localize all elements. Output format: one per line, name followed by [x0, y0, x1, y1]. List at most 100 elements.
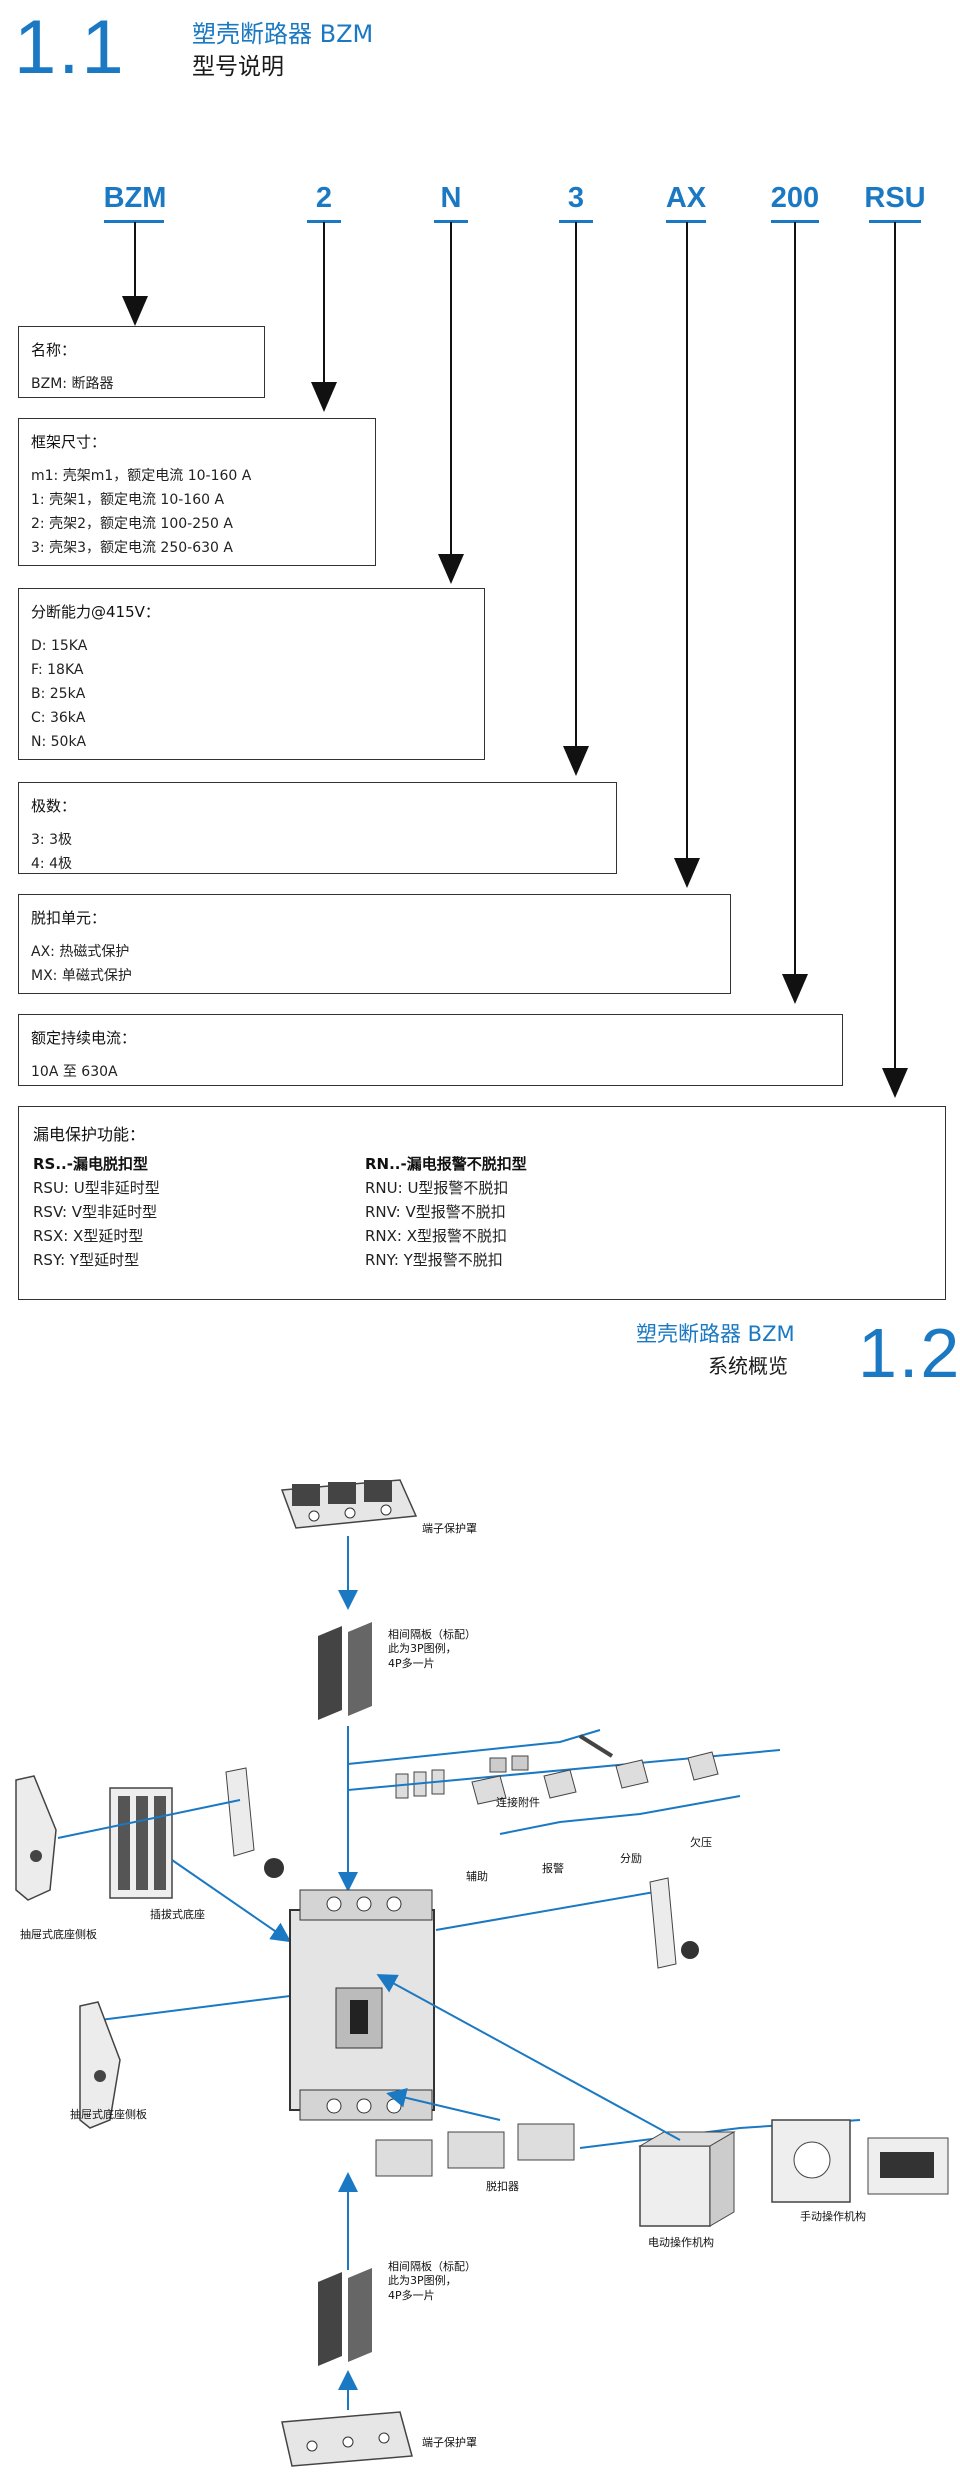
box-line: 4: 4极	[31, 856, 72, 872]
box-line: 10A 至 630A	[31, 1064, 118, 1080]
label-drawout-side-bottom: 抽屉式底座侧板	[70, 2108, 147, 2121]
arrow-icon	[122, 296, 148, 326]
label-undervoltage: 欠压	[690, 1836, 712, 1849]
section-number: 1.2	[858, 1314, 960, 1392]
label-line: 相间隔板（标配）	[388, 2260, 476, 2273]
code-trip: AX	[665, 182, 707, 214]
box-line: N: 50kA	[31, 734, 87, 750]
label-line: 4P多一片	[388, 2288, 435, 2302]
code-leakage: RSU	[864, 182, 926, 214]
code-underline	[666, 220, 706, 223]
box-line: MX: 单磁式保护	[31, 968, 132, 984]
system-overview-diagram	[15, 1479, 949, 2467]
label-line: 此为3P图例，	[388, 1642, 457, 1656]
box-line: 3: 3极	[31, 832, 72, 848]
box-title: 脱扣单元：	[31, 909, 107, 927]
box-title: 分断能力@415V：	[31, 603, 160, 621]
code-underline	[104, 220, 164, 223]
trip-unit-box: 脱扣单元： AX: 热磁式保护 MX: 单磁式保护	[18, 894, 731, 994]
connector-line	[894, 222, 896, 1068]
box-line: RNX: X型报警不脱扣	[365, 1227, 508, 1245]
box-line: C: 36kA	[31, 710, 86, 726]
breaking-capacity-box: 分断能力@415V： D: 15KA F: 18KA B: 25kA C: 36…	[18, 588, 485, 760]
connector-line	[686, 222, 688, 858]
connector-line	[450, 222, 452, 554]
code-underline	[559, 220, 593, 223]
plugin-base-image	[109, 1787, 173, 1899]
accessory-modules-image	[471, 1751, 719, 1805]
arrow-icon	[674, 858, 700, 888]
connector-line	[794, 222, 796, 974]
box-line: 1: 壳架1，额定电流 10-160 A	[31, 492, 225, 508]
box-line: RSX: X型延时型	[33, 1227, 144, 1245]
box-title: 极数：	[31, 797, 77, 815]
code-underline	[771, 220, 819, 223]
leakage-alarm-column: RN..-漏电报警不脱扣型 RNU: U型报警不脱扣 RNV: V型报警不脱扣 …	[365, 1153, 527, 1272]
label-shunt: 分励	[620, 1852, 642, 1865]
side-plate-mount-image	[225, 1767, 284, 1878]
code-underline	[434, 220, 468, 223]
arrow-icon	[782, 974, 808, 1004]
box-line: RSU: U型非延时型	[33, 1179, 160, 1197]
label-manual-operator: 手动操作机构	[800, 2210, 866, 2223]
connector-line	[575, 222, 577, 746]
box-line: 2: 壳架2，额定电流 100-250 A	[31, 516, 233, 532]
right-side-plate-image	[649, 1877, 699, 1969]
label-connection-parts: 连接附件	[496, 1796, 540, 1809]
column-head: RS..-漏电脱扣型	[33, 1155, 148, 1173]
leakage-trip-column: RS..-漏电脱扣型 RSU: U型非延时型 RSV: V型非延时型 RSX: …	[33, 1153, 160, 1272]
phase-barrier-top-image	[318, 1622, 372, 1720]
box-line: RNY: Y型报警不脱扣	[365, 1251, 503, 1269]
box-line: AX: 热磁式保护	[31, 944, 130, 960]
breaker-body-image	[289, 1889, 435, 2121]
poles-box: 极数： 3: 3极 4: 4极	[18, 782, 617, 874]
code-underline	[307, 220, 341, 223]
connector-line	[134, 222, 136, 298]
rated-current-box: 额定持续电流： 10A 至 630A	[18, 1014, 843, 1086]
code-current: 200	[770, 182, 820, 214]
frame-size-box: 框架尺寸： m1: 壳架m1，额定电流 10-160 A 1: 壳架1，额定电流…	[18, 418, 376, 566]
label-alarm: 报警	[542, 1862, 564, 1875]
drawout-side-plate-bottom-image	[79, 2001, 121, 2129]
label-terminal-cover-bottom: 端子保护罩	[422, 2436, 477, 2449]
drawout-side-plate-top-image	[15, 1775, 57, 1901]
box-line: F: 18KA	[31, 662, 84, 678]
label-release: 脱扣器	[486, 2180, 519, 2193]
code-frame: 2	[315, 182, 333, 214]
label-terminal-cover-top: 端子保护罩	[422, 1522, 477, 1535]
section-title: 塑壳断路器 BZM	[636, 1322, 795, 1346]
label-motor-operator: 电动操作机构	[648, 2236, 714, 2249]
arrow-icon	[311, 382, 337, 412]
label-phase-barrier-top: 相间隔板（标配） 此为3P图例， 4P多一片	[388, 1628, 476, 1671]
manual-operator-image	[771, 2119, 949, 2203]
label-plugin-base: 插拔式底座	[150, 1908, 205, 1921]
box-line: m1: 壳架m1，额定电流 10-160 A	[31, 468, 252, 484]
section-subtitle: 系统概览	[708, 1354, 788, 1378]
label-drawout-side-top: 抽屉式底座侧板	[20, 1928, 97, 1941]
arrow-icon	[882, 1068, 908, 1098]
section-subtitle: 型号说明	[192, 54, 284, 80]
label-aux: 辅助	[466, 1870, 488, 1883]
connection-parts-image	[395, 1734, 614, 1799]
box-line: B: 25kA	[31, 686, 86, 702]
label-phase-barrier-bottom: 相间隔板（标配） 此为3P图例， 4P多一片	[388, 2260, 476, 2303]
code-bzm: BZM	[103, 182, 167, 214]
label-line: 相间隔板（标配）	[388, 1628, 476, 1641]
box-title: 漏电保护功能：	[33, 1125, 146, 1144]
box-title: 框架尺寸：	[31, 433, 107, 451]
column-head: RN..-漏电报警不脱扣型	[365, 1155, 527, 1173]
arrow-icon	[563, 746, 589, 776]
box-line: RSV: V型非延时型	[33, 1203, 158, 1221]
box-line: RSY: Y型延时型	[33, 1251, 140, 1269]
box-line: RNV: V型报警不脱扣	[365, 1203, 506, 1221]
section-number: 1.1	[14, 5, 126, 90]
code-breaking: N	[440, 182, 462, 214]
phase-barrier-bottom-image	[318, 2268, 372, 2366]
terminal-cover-bottom-image	[281, 2411, 413, 2467]
box-line: 3: 壳架3，额定电流 250-630 A	[31, 540, 233, 556]
box-title: 额定持续电流：	[31, 1029, 137, 1047]
name-box: 名称： BZM: 断路器	[18, 326, 265, 398]
motor-operator-image	[638, 2131, 736, 2227]
code-poles: 3	[567, 182, 585, 214]
arrow-icon	[438, 554, 464, 584]
